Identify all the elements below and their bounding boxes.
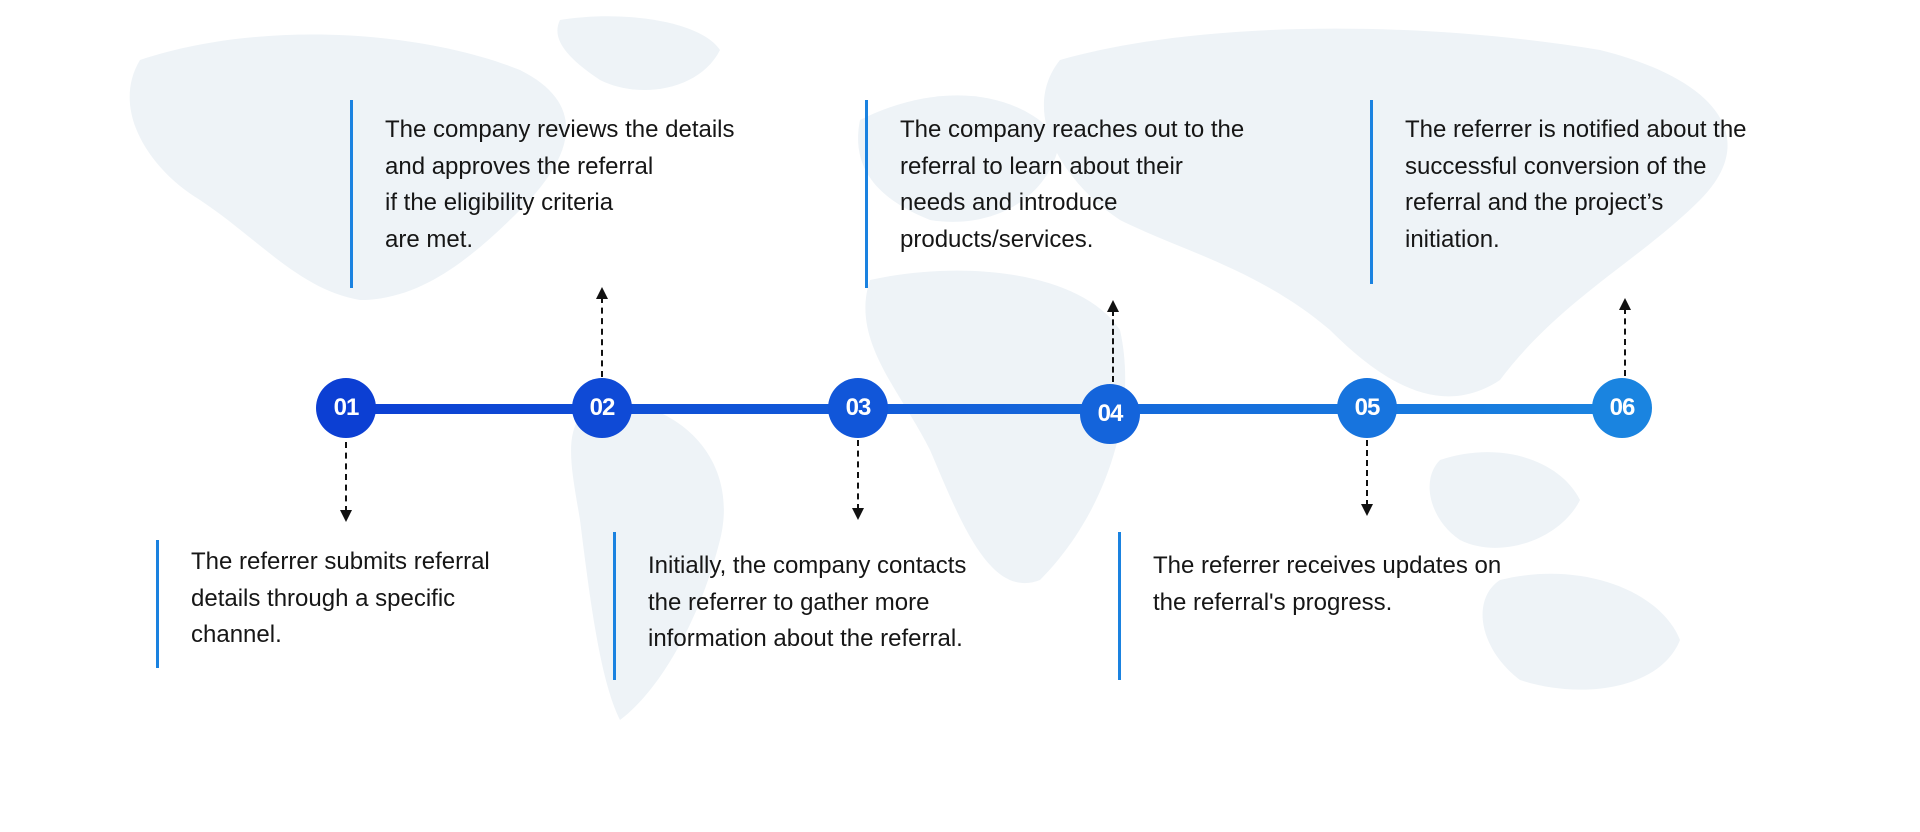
step-description-01: The referrer submits referral details th… xyxy=(156,540,490,668)
step-node-01: 01 xyxy=(316,378,376,438)
arrow-up-04 xyxy=(1107,300,1119,382)
step-description-04: The company reaches out to the referral … xyxy=(865,100,1244,288)
step-description-02: The company reviews the details and appr… xyxy=(350,100,735,288)
step-node-05: 05 xyxy=(1337,378,1397,438)
arrow-up-02 xyxy=(596,287,608,377)
step-description-03: Initially, the company contacts the refe… xyxy=(613,532,966,680)
arrow-up-06 xyxy=(1619,298,1631,376)
step-node-02: 02 xyxy=(572,378,632,438)
step-node-04: 04 xyxy=(1080,384,1140,444)
timeline-track xyxy=(346,404,1622,414)
arrow-down-03 xyxy=(852,440,864,520)
arrow-down-01 xyxy=(340,442,352,522)
step-description-06: The referrer is notified about the succe… xyxy=(1370,100,1747,284)
step-node-03: 03 xyxy=(828,378,888,438)
arrow-down-05 xyxy=(1361,440,1373,516)
step-description-05: The referrer receives updates on the ref… xyxy=(1118,532,1501,680)
step-node-06: 06 xyxy=(1592,378,1652,438)
